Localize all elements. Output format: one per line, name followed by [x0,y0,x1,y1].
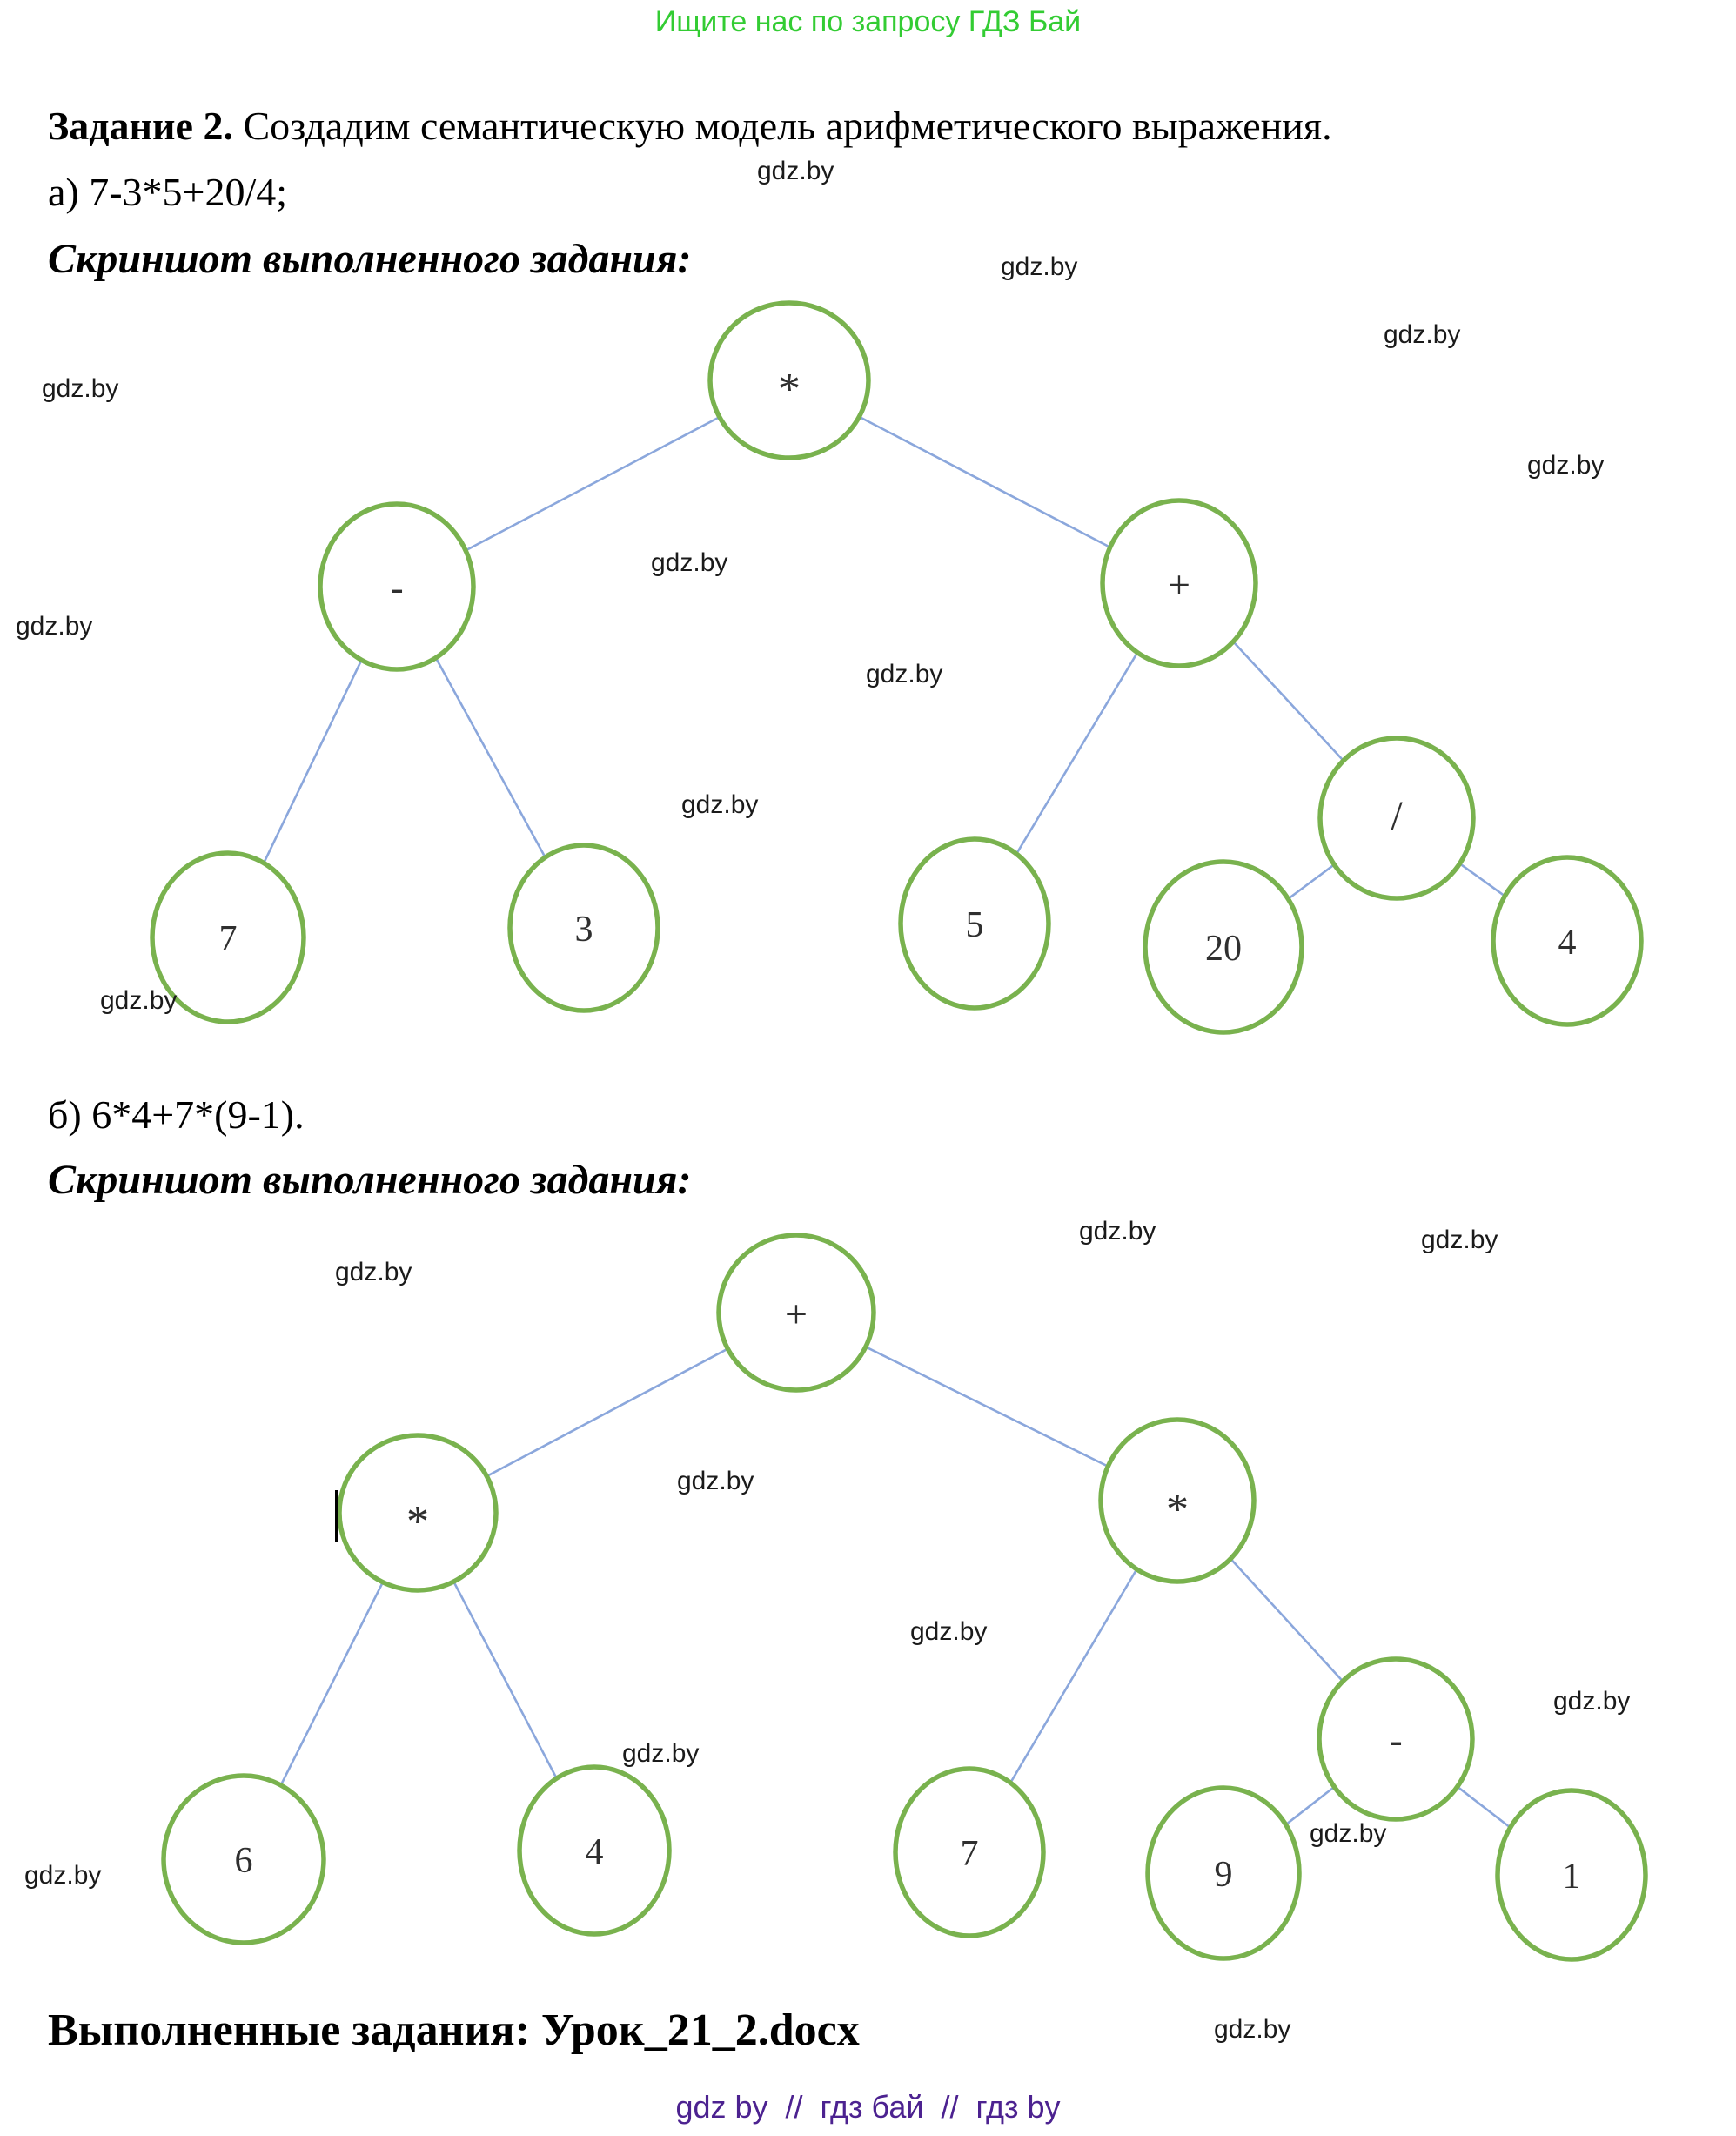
tree-node-circle [1317,736,1476,901]
expression-a: а) 7-3*5+20/4; [48,170,288,214]
node-label: 20 [1205,929,1242,969]
node-label: - [390,565,403,609]
gdz-watermark: gdz.by [16,612,93,641]
tree-node-circle [1317,1656,1475,1822]
gdz-watermark: gdz.by [335,1258,412,1286]
node-label: 7 [219,919,238,959]
tree-node-circle [1491,855,1644,1027]
gdz-watermark: gdz.by [1001,252,1078,281]
tree-node-circle [318,501,476,672]
node-label: 6 [235,1841,253,1881]
site-banner: Ищите нас по запросу ГДЗ Бай [654,5,1082,38]
node-label: 1 [1563,1857,1581,1897]
tree-node-circle [150,850,306,1024]
tree-node-circle [337,1433,499,1593]
gdz-watermark: gdz.by [622,1739,700,1768]
gdz-watermark: gdz.by [1527,451,1605,480]
tree-node-circle [1100,498,1258,668]
tree-b: + * * 6 4 7 - 9 1 [161,1233,1648,1962]
tree-a: * - +7 3 5 / 20 4 [150,300,1644,1035]
task-title-text: Создадим семантическую модель арифметиче… [232,104,1332,148]
gdz-watermark: gdz.by [910,1617,988,1646]
tree-node-circle [707,300,871,460]
gdz-watermark: gdz.by [866,660,943,688]
node-label: + [785,1292,808,1336]
task-title: Задание 2. Создадим семантическую модель… [48,103,1332,149]
node-label: - [1389,1717,1402,1762]
node-label: 4 [586,1832,604,1872]
node-label: 3 [575,910,593,950]
gdz-watermark: gdz.by [24,1861,102,1890]
gdz-watermark: gdz.by [1384,320,1461,349]
node-label: 7 [961,1834,979,1874]
node-label: * [1166,1485,1189,1535]
gdz-watermark: gdz.by [42,374,119,403]
node-label: 4 [1558,923,1577,963]
gdz-watermark: gdz.by [1079,1217,1156,1246]
gdz-watermark: gdz.by [1421,1226,1498,1254]
tree-node-circle [507,843,660,1013]
tree-node-circle [893,1766,1046,1938]
node-label: 9 [1215,1855,1233,1895]
tree-node-circle [1145,1785,1302,1961]
expression-b: б) 6*4+7*(9-1). [48,1092,305,1137]
node-label: / [1391,793,1403,839]
tree-node-circle [898,836,1051,1011]
tree-node-circle [1143,859,1304,1035]
tree-node-circle [161,1773,326,1945]
tree-node-circle [1098,1417,1257,1584]
node-label: * [778,365,801,414]
text-cursor [335,1490,338,1542]
tree-node-circle [716,1233,876,1393]
screenshot-caption-b: Скриншот выполненного задания: [48,1157,692,1203]
node-label: + [1168,562,1190,607]
gdz-watermark: gdz.by [681,790,759,819]
screenshot-caption-a: Скриншот выполненного задания: [48,236,692,282]
gdz-watermark: gdz.by [1214,2015,1291,2044]
site-footer-links: gdz by // гдз бай // гдз by [675,2089,1061,2125]
gdz-watermark: gdz.by [1553,1687,1631,1716]
node-label: * [406,1497,429,1547]
gdz-watermark: gdz.by [1310,1819,1387,1848]
gdz-watermark: gdz.by [677,1467,754,1495]
gdz-watermark: gdz.by [100,986,178,1015]
completed-files-label: Выполненные задания: Урок_21_2.docx [48,2005,860,2055]
task-title-number: Задание 2. [48,104,233,148]
tree-node-circle [517,1764,672,1937]
gdz-watermark: gdz.by [757,157,834,185]
gdz-watermark: gdz.by [651,548,728,577]
node-label: 5 [966,905,984,945]
tree-node-circle [1495,1788,1648,1962]
